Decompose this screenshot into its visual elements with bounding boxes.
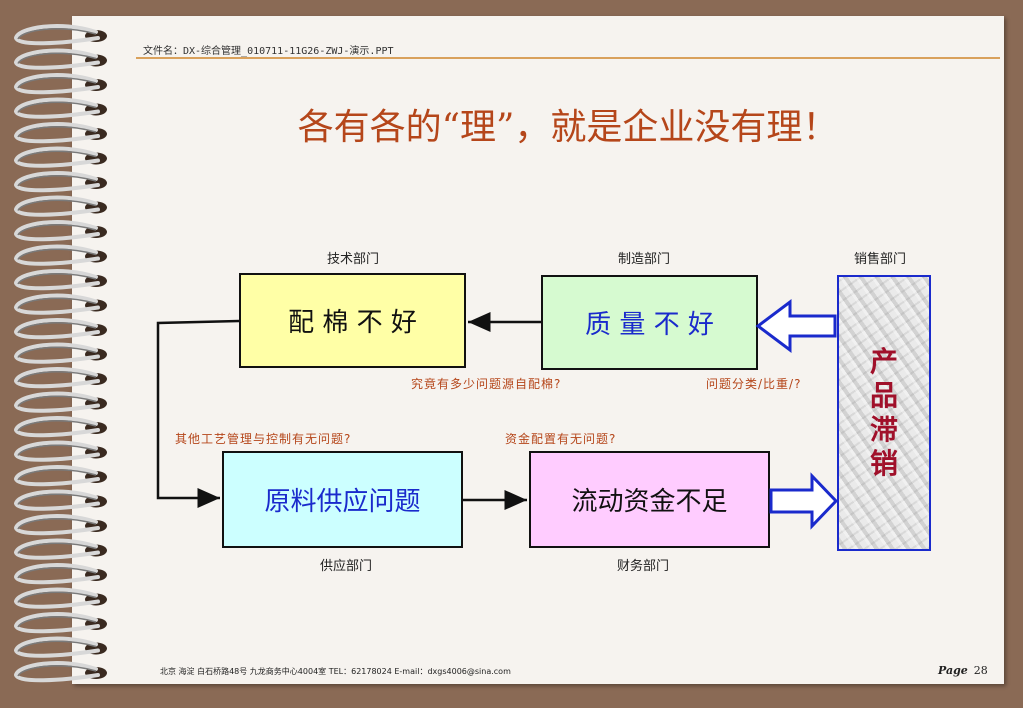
binding-ring-shade <box>17 444 97 456</box>
dept-finance-label: 财务部门 <box>617 559 670 574</box>
binding-ring <box>13 587 100 609</box>
binding-ring <box>13 416 100 438</box>
question-fund-allocation: 资金配置有无问题? <box>505 432 617 446</box>
dept-sales-label: 销售部门 <box>854 252 907 267</box>
question-process-control: 其他工艺管理与控制有无问题? <box>175 432 352 446</box>
cotton-problem-box: 配 棉 不 好 <box>239 273 466 368</box>
binding-ring-shade <box>17 420 97 432</box>
funds-shortage-box: 流动资金不足 <box>529 451 770 548</box>
binding-ring <box>13 97 100 119</box>
binding-ring-shade <box>17 346 97 358</box>
binding-ring <box>13 367 100 389</box>
page-number-value: 28 <box>973 664 988 677</box>
binding-ring-shade <box>17 542 97 554</box>
binding-ring-shade <box>17 395 97 407</box>
sales-char-1: 产 <box>869 345 898 378</box>
binding-ring <box>13 514 100 536</box>
binding-ring-shade <box>17 248 97 260</box>
binding-ring <box>13 636 100 658</box>
dept-supply-label: 供应部门 <box>320 559 373 574</box>
page-number: Page 28 <box>938 664 988 677</box>
spiral-binding <box>13 24 107 683</box>
binding-ring-shade <box>17 640 97 652</box>
binding-ring <box>13 48 100 70</box>
binding-ring-shade <box>17 591 97 603</box>
binding-ring <box>13 122 100 144</box>
binding-ring <box>13 489 100 511</box>
binding-ring <box>13 220 100 242</box>
dept-manufacturing-label: 制造部门 <box>618 252 671 267</box>
binding-ring-shade <box>17 199 97 211</box>
hollow-arrow-sales-to-quality <box>755 299 837 353</box>
binding-ring <box>13 195 100 217</box>
arrow-cotton-to-supply <box>156 319 240 508</box>
sales-char-3: 滞 <box>869 413 898 446</box>
footer-address: 北京 海淀 白石桥路48号 九龙商务中心4004室 TEL：62178024 E… <box>160 667 511 676</box>
hollow-arrow-funds-to-sales <box>769 472 839 530</box>
binding-ring-shade <box>17 77 97 89</box>
question-classification: 问题分类/比重/? <box>706 377 802 391</box>
binding-ring-shade <box>17 567 97 579</box>
file-name-label: 文件名：DX-综合管理_010711-11G26-ZWJ-演示.PPT <box>143 46 394 57</box>
binding-ring-shade <box>17 518 97 530</box>
binding-ring-shade <box>17 616 97 628</box>
binding-ring-shade <box>17 371 97 383</box>
binding-ring-shade <box>17 52 97 64</box>
binding-ring-shade <box>17 101 97 113</box>
binding-ring <box>13 391 100 413</box>
binding-ring <box>13 465 100 487</box>
binding-ring <box>13 661 100 683</box>
sales-char-2: 品 <box>869 379 898 412</box>
binding-ring-shade <box>17 175 97 187</box>
binding-ring <box>13 269 100 291</box>
binding-ring-shade <box>17 126 97 138</box>
binding-ring-shade <box>17 150 97 162</box>
binding-ring <box>13 293 100 315</box>
question-cotton-source: 究竟有多少问题源自配棉? <box>411 377 562 391</box>
binding-ring-shade <box>17 28 97 40</box>
binding-ring <box>13 342 100 364</box>
binding-ring <box>13 73 100 95</box>
binding-ring-shade <box>17 224 97 236</box>
binding-ring <box>13 440 100 462</box>
binding-ring <box>13 244 100 266</box>
binding-ring-shade <box>17 493 97 505</box>
binding-ring-shade <box>17 297 97 309</box>
binding-ring <box>13 171 100 193</box>
raw-supply-box: 原料供应问题 <box>222 451 463 548</box>
binding-ring <box>13 318 100 340</box>
product-unsold-box: 产 品 滞 销 <box>837 275 931 551</box>
binding-ring <box>13 24 100 46</box>
binding-ring <box>13 612 100 634</box>
sales-char-4: 销 <box>869 447 898 480</box>
dept-tech-label: 技术部门 <box>327 252 380 267</box>
quality-problem-box: 质 量 不 好 <box>541 275 758 370</box>
binding-ring-shade <box>17 322 97 334</box>
slide-title: 各有各的“理”，就是企业没有理！ <box>297 107 839 148</box>
binding-ring <box>13 146 100 168</box>
page-label: Page <box>938 664 968 677</box>
binding-ring-shade <box>17 469 97 481</box>
binding-ring <box>13 563 100 585</box>
header-divider <box>136 57 1000 59</box>
binding-ring-shade <box>17 665 97 677</box>
binding-ring-shade <box>17 273 97 285</box>
binding-ring <box>13 538 100 560</box>
